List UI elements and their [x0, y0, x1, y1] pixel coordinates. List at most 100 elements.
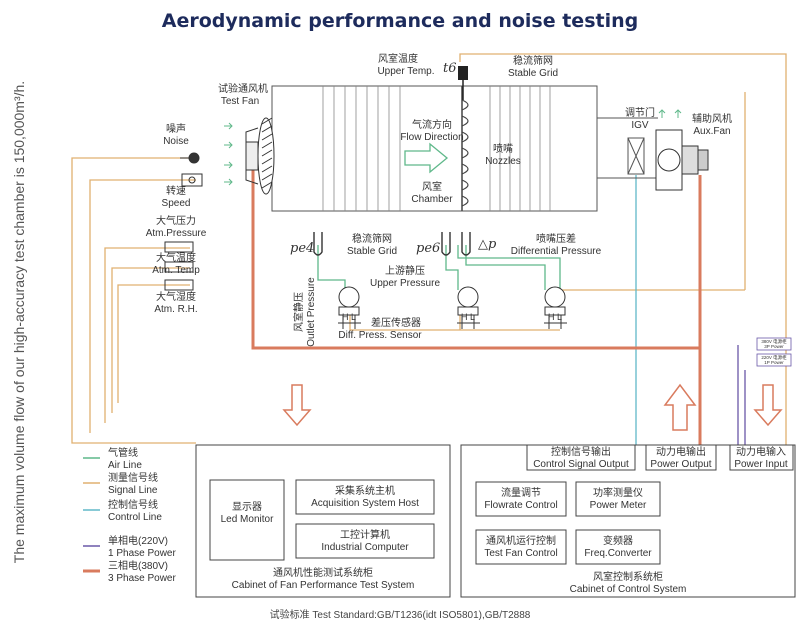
legend-1phase-zh: 单相电(220V)	[108, 534, 168, 547]
diff-sensor-zh: 差压传感器	[371, 316, 421, 329]
dp-symbol: △p	[478, 237, 497, 252]
temperature-probe-icon	[458, 66, 468, 100]
sensor-hl-3: H L	[548, 312, 562, 322]
noise-zh: 噪声	[166, 122, 186, 135]
cabinets	[195, 444, 796, 598]
t6-symbol: t6	[443, 61, 457, 76]
aux-fan-zh: 辅助风机	[692, 112, 732, 125]
power-tag-380-en: 3P Power	[764, 344, 784, 349]
led-monitor-zh: 显示器	[232, 501, 262, 513]
aux-fan-icon	[655, 129, 709, 191]
computer-en: Industrial Computer	[321, 542, 409, 553]
control-output-zh: 控制信号输出	[551, 445, 611, 458]
power-output-zh: 动力电输出	[656, 445, 706, 458]
outlet-pressure-en: Outlet Pressure	[306, 277, 317, 347]
diff-sensor-en: Diff. Press. Sensor	[338, 330, 422, 341]
nozzles-zh: 喷嘴	[493, 143, 513, 155]
power-tags	[756, 337, 792, 367]
test-fan-zh: 试验通风机	[218, 82, 268, 95]
stable-grid-top-en: Stable Grid	[508, 68, 558, 79]
cabinet-left-caption-en: Cabinet of Fan Performance Test System	[232, 580, 415, 591]
legend-swatches	[83, 457, 100, 573]
test-fan-control-zh: 通风机运行控制	[486, 534, 556, 547]
flow-direction-arrow	[404, 142, 449, 174]
noise-en: Noise	[163, 136, 189, 147]
upper-pressure-en: Upper Pressure	[370, 278, 440, 289]
atm-rh-en: Atm. R.H.	[154, 304, 197, 315]
diff-pressure-zh: 喷嘴压差	[536, 232, 576, 245]
atm-rh-zh: 大气湿度	[156, 290, 196, 303]
host-zh: 采集系统主机	[335, 484, 395, 497]
power-input-zh: 动力电输入	[736, 445, 786, 458]
sensor-hl-1: H L	[342, 312, 356, 322]
cabinet-right-caption-zh: 风室控制系统柜	[593, 570, 663, 583]
nozzles-en: Nozzles	[485, 156, 521, 167]
legend-3phase-zh: 三相电(380V)	[108, 559, 168, 572]
legend-signal-en: Signal Line	[108, 485, 158, 496]
pe6-symbol: pe6	[416, 241, 440, 256]
test-standard-footer: 试验标准 Test Standard:GB/T1236(idt ISO5801)…	[269, 610, 531, 621]
host-en: Acquisition System Host	[311, 498, 419, 509]
left-sensor-labels: 噪声 Noise 转速 Speed 大气压力 Atm.Pressure 大气温度…	[146, 122, 207, 315]
legend-air-zh: 气管线	[108, 446, 138, 459]
test-fan-control-en: Test Fan Control	[484, 548, 557, 559]
atm-pressure-zh: 大气压力	[156, 214, 196, 227]
igv-zh: 调节门	[625, 106, 655, 119]
power-tag-labels: 380V 电源柜 3P Power 220V 电源柜 1P Power	[761, 338, 787, 365]
atm-temp-zh: 大气温度	[156, 251, 196, 264]
chamber	[271, 85, 658, 212]
test-fan-icon	[245, 117, 275, 195]
sensor-hl-2: H L	[461, 312, 475, 322]
left-instruments	[164, 152, 203, 291]
igv-damper-icon	[627, 137, 645, 175]
upper-temp-en: Upper Temp.	[377, 66, 434, 77]
stable-grid-bottom-zh: 稳流筛网	[352, 232, 392, 245]
cabinet-left-caption-zh: 通风机性能测试系统柜	[273, 566, 373, 579]
diff-pressure-en: Differential Pressure	[511, 246, 602, 257]
chamber-en: Chamber	[411, 194, 453, 205]
legend-1phase-en: 1 Phase Power	[108, 548, 176, 559]
speed-zh: 转速	[166, 184, 186, 197]
outlet-pressure-zh: 风室静压	[292, 292, 305, 332]
atm-temp-en: Atm. Temp	[152, 265, 200, 276]
speed-en: Speed	[162, 198, 191, 209]
power-tag-220-en: 1P Power	[764, 360, 784, 365]
flow-direction-zh: 气流方向	[412, 118, 452, 131]
power-tag-380-zh: 380V 电源柜	[761, 338, 787, 345]
aux-up-arrows	[658, 109, 682, 118]
legend-control-zh: 控制信号线	[108, 498, 158, 511]
stable-grid-bottom-en: Stable Grid	[347, 246, 397, 257]
flowrate-en: Flowrate Control	[484, 500, 557, 511]
led-monitor-en: Led Monitor	[221, 514, 274, 525]
flowrate-zh: 流量调节	[501, 486, 541, 499]
stable-grid-top-zh: 稳流筛网	[513, 54, 553, 67]
power-meter-zh: 功率测量仪	[593, 486, 643, 499]
page-title: Aerodynamic performance and noise testin…	[161, 10, 639, 32]
upper-pressure-zh: 上游静压	[385, 264, 425, 277]
cabinet-right-labels: 控制信号输出 Control Signal Output 动力电输出 Power…	[484, 445, 788, 595]
inlet-arrows	[224, 122, 233, 186]
legend-air-en: Air Line	[108, 460, 142, 471]
cabinet-left-labels: 显示器 Led Monitor 采集系统主机 Acquisition Syste…	[221, 484, 420, 591]
legend-3phase-en: 3 Phase Power	[108, 573, 176, 584]
pe4-symbol: pe4	[290, 241, 314, 256]
legend-control-en: Control Line	[108, 512, 162, 523]
big-arrows	[282, 383, 783, 431]
atm-pressure-en: Atm.Pressure	[146, 228, 207, 239]
cabinet-right-caption-en: Cabinet of Control System	[570, 584, 687, 595]
converter-en: Freq.Converter	[584, 548, 652, 559]
converter-zh: 变频器	[603, 534, 633, 547]
computer-zh: 工控计算机	[340, 528, 390, 541]
power-meter-en: Power Meter	[590, 500, 647, 511]
power-input-en: Power Input	[734, 459, 788, 470]
chamber-labels: 风室温度 Upper Temp. t6 稳流筛网 Stable Grid 试验通…	[218, 52, 732, 347]
aux-fan-en: Aux.Fan	[693, 126, 730, 137]
flow-direction-en: Flow Direction	[400, 132, 463, 143]
power-tag-220-zh: 220V 电源柜	[761, 354, 787, 361]
igv-en: IGV	[631, 120, 649, 131]
control-output-en: Control Signal Output	[533, 459, 629, 470]
test-fan-en: Test Fan	[221, 96, 259, 107]
manometers	[313, 232, 471, 256]
legend: 气管线 Air Line 测量信号线 Signal Line 控制信号线 Con…	[108, 446, 176, 584]
